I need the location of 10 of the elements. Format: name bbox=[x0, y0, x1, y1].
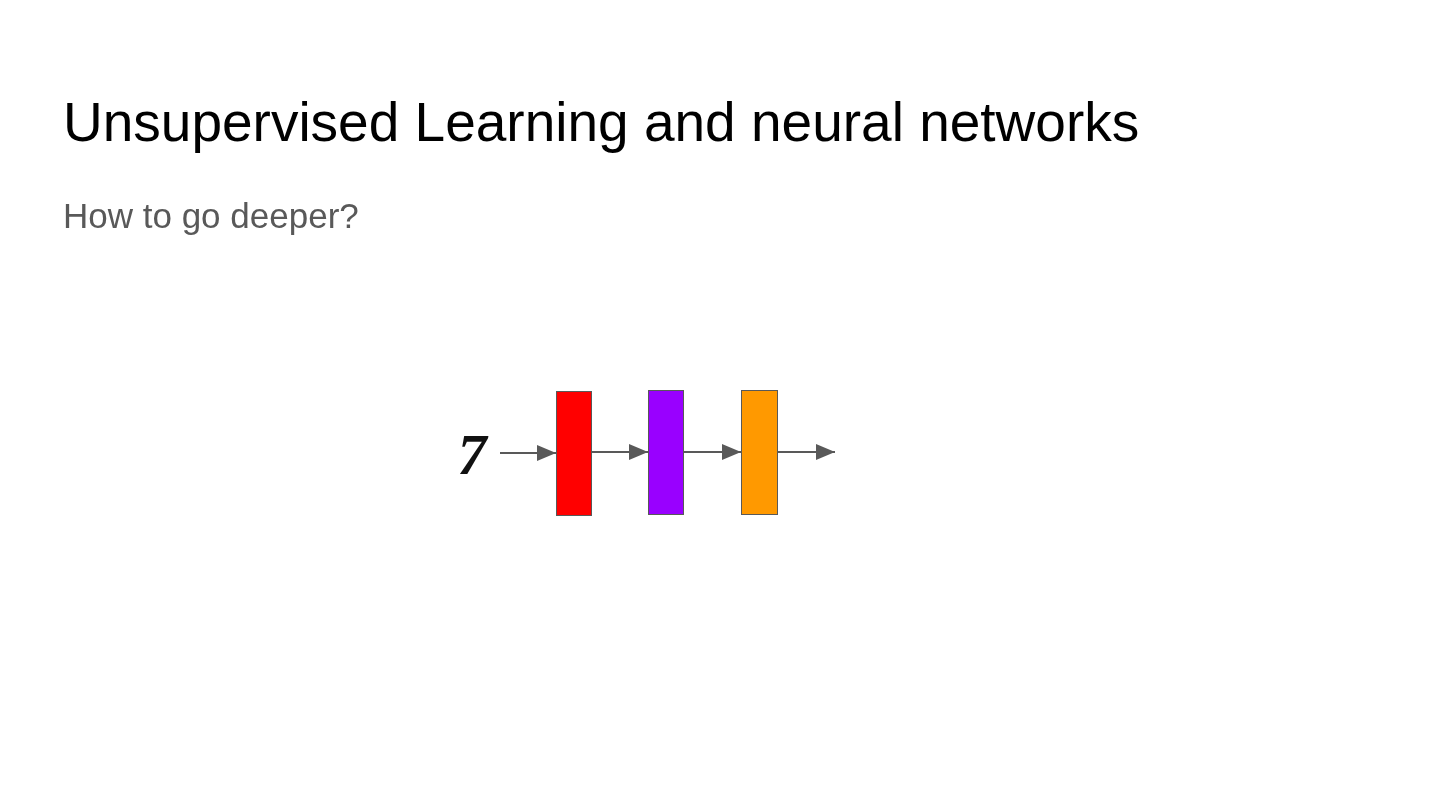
input-digit: 7 bbox=[444, 426, 500, 484]
arrow bbox=[591, 444, 649, 460]
layer-bar bbox=[556, 391, 592, 516]
slide-subtitle: How to go deeper? bbox=[63, 195, 359, 237]
layer-bar bbox=[648, 390, 684, 515]
slide-title: Unsupervised Learning and neural networks bbox=[63, 90, 1140, 155]
layer-bar bbox=[741, 390, 778, 515]
arrow bbox=[777, 444, 836, 460]
arrow bbox=[683, 444, 742, 460]
arrow bbox=[499, 445, 557, 461]
